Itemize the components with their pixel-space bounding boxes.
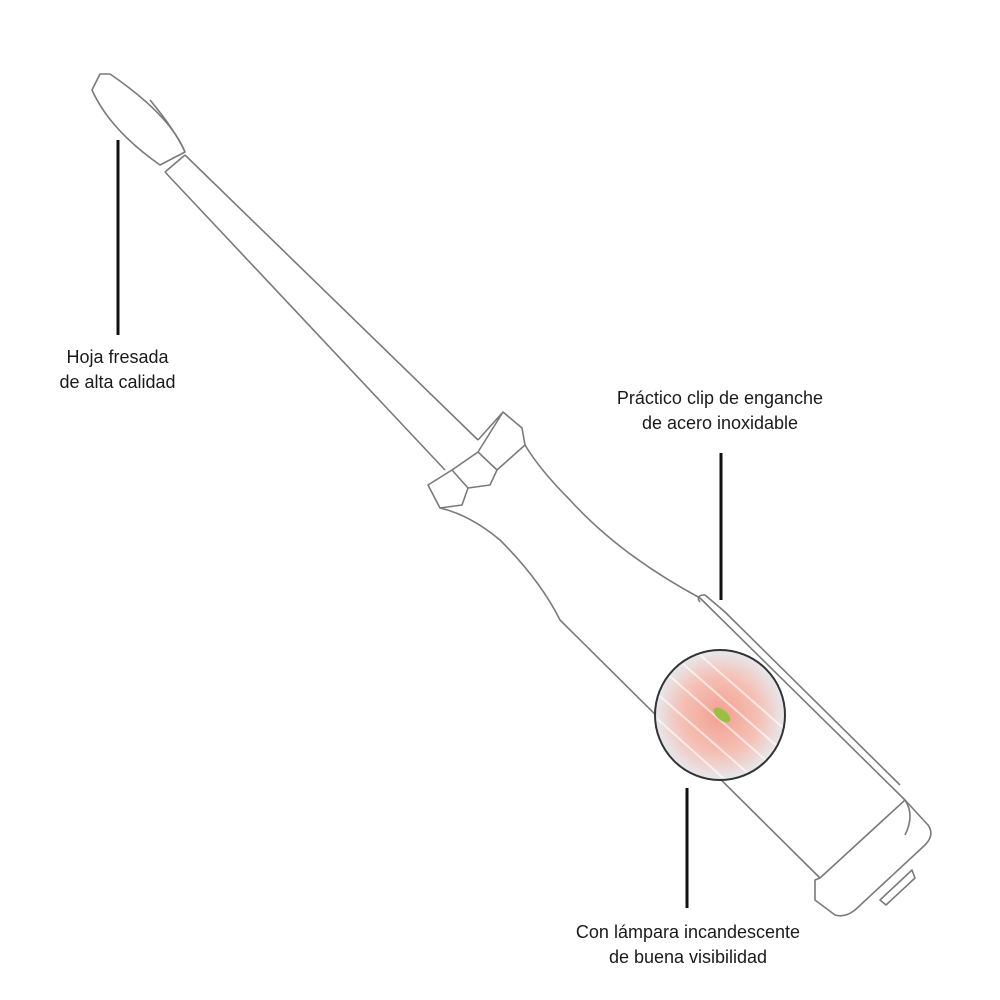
clip <box>697 594 901 786</box>
lamp-magnifier <box>654 649 786 781</box>
lamp-callout: Con lámpara incandescente de buena visib… <box>538 920 838 970</box>
blade-callout-line2: de alta calidad <box>59 372 176 392</box>
ferrule <box>427 411 526 509</box>
end-cap <box>814 799 932 917</box>
blade-callout-line1: Hoja fresada <box>66 347 169 367</box>
leader-lines <box>116 140 723 908</box>
clip-callout-line2: de acero inoxidable <box>641 413 799 433</box>
blade-edge <box>149 99 186 153</box>
blade-callout: Hoja fresada de alta calidad <box>20 345 215 395</box>
blade-tip <box>91 73 186 166</box>
clip-callout-line1: Práctico clip de enganche <box>616 388 824 408</box>
end-cap-tab <box>879 869 916 906</box>
shaft <box>164 154 479 471</box>
lamp-callout-line2: de buena visibilidad <box>608 947 768 967</box>
lamp-callout-line1: Con lámpara incandescente <box>575 922 801 942</box>
handle <box>439 444 911 879</box>
lamp-filament <box>713 707 731 723</box>
clip-callout: Práctico clip de enganche de acero inoxi… <box>580 386 860 436</box>
